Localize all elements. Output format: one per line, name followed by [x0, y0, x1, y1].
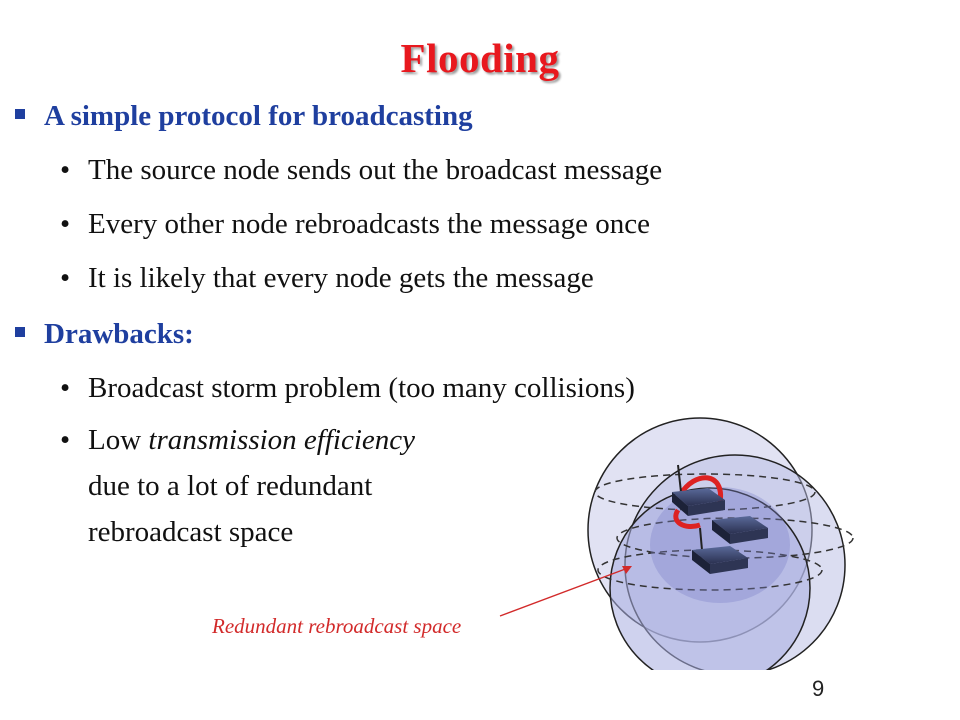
bullet-point: • Every other node rebroadcasts the mess…: [60, 208, 650, 241]
heading-text: A simple protocol for broadcasting: [44, 100, 473, 132]
bullet-continuation: rebroadcast space: [88, 516, 294, 548]
router-node-icon: [672, 464, 725, 516]
callout-label: Redundant rebroadcast space: [212, 614, 462, 638]
heading-text: Drawbacks:: [44, 318, 194, 350]
red-arrow-icon: [673, 508, 701, 529]
red-arrow-icon: [677, 475, 723, 503]
coverage-diagram: [587, 417, 854, 670]
router-node-icon: [712, 516, 768, 544]
round-bullet-icon: •: [60, 208, 71, 240]
router-node-icon: [692, 527, 748, 574]
bullet-text-emphasis: transmission efficiency: [148, 424, 416, 456]
bullet-continuation: due to a lot of redundant: [88, 470, 373, 502]
round-bullet-icon: •: [60, 424, 71, 456]
bullet-text: Broadcast storm problem (too many collis…: [88, 372, 635, 404]
page-number: 9: [812, 676, 825, 701]
bullet-point-efficiency: • Low transmission efficiency: [60, 424, 415, 457]
bullet-text: Every other node rebroadcasts the messag…: [88, 208, 651, 240]
section-heading-broadcasting: A simple protocol for broadcasting: [15, 100, 473, 133]
bullet-point: • It is likely that every node gets the …: [60, 262, 594, 295]
bullet-text-prefix: Low: [88, 424, 149, 456]
bullet-point: • Broadcast storm problem (too many coll…: [60, 372, 635, 405]
overlap-region: [650, 487, 790, 603]
square-bullet-icon: [15, 327, 25, 337]
bullet-point: • The source node sends out the broadcas…: [60, 154, 662, 187]
round-bullet-icon: •: [60, 154, 71, 186]
square-bullet-icon: [15, 109, 25, 119]
round-bullet-icon: •: [60, 262, 71, 294]
bullet-text: The source node sends out the broadcast …: [88, 154, 663, 186]
section-heading-drawbacks: Drawbacks:: [15, 318, 194, 351]
bullet-text: It is likely that every node gets the me…: [88, 262, 594, 294]
slide-title: Flooding: [400, 35, 560, 81]
round-bullet-icon: •: [60, 372, 71, 404]
